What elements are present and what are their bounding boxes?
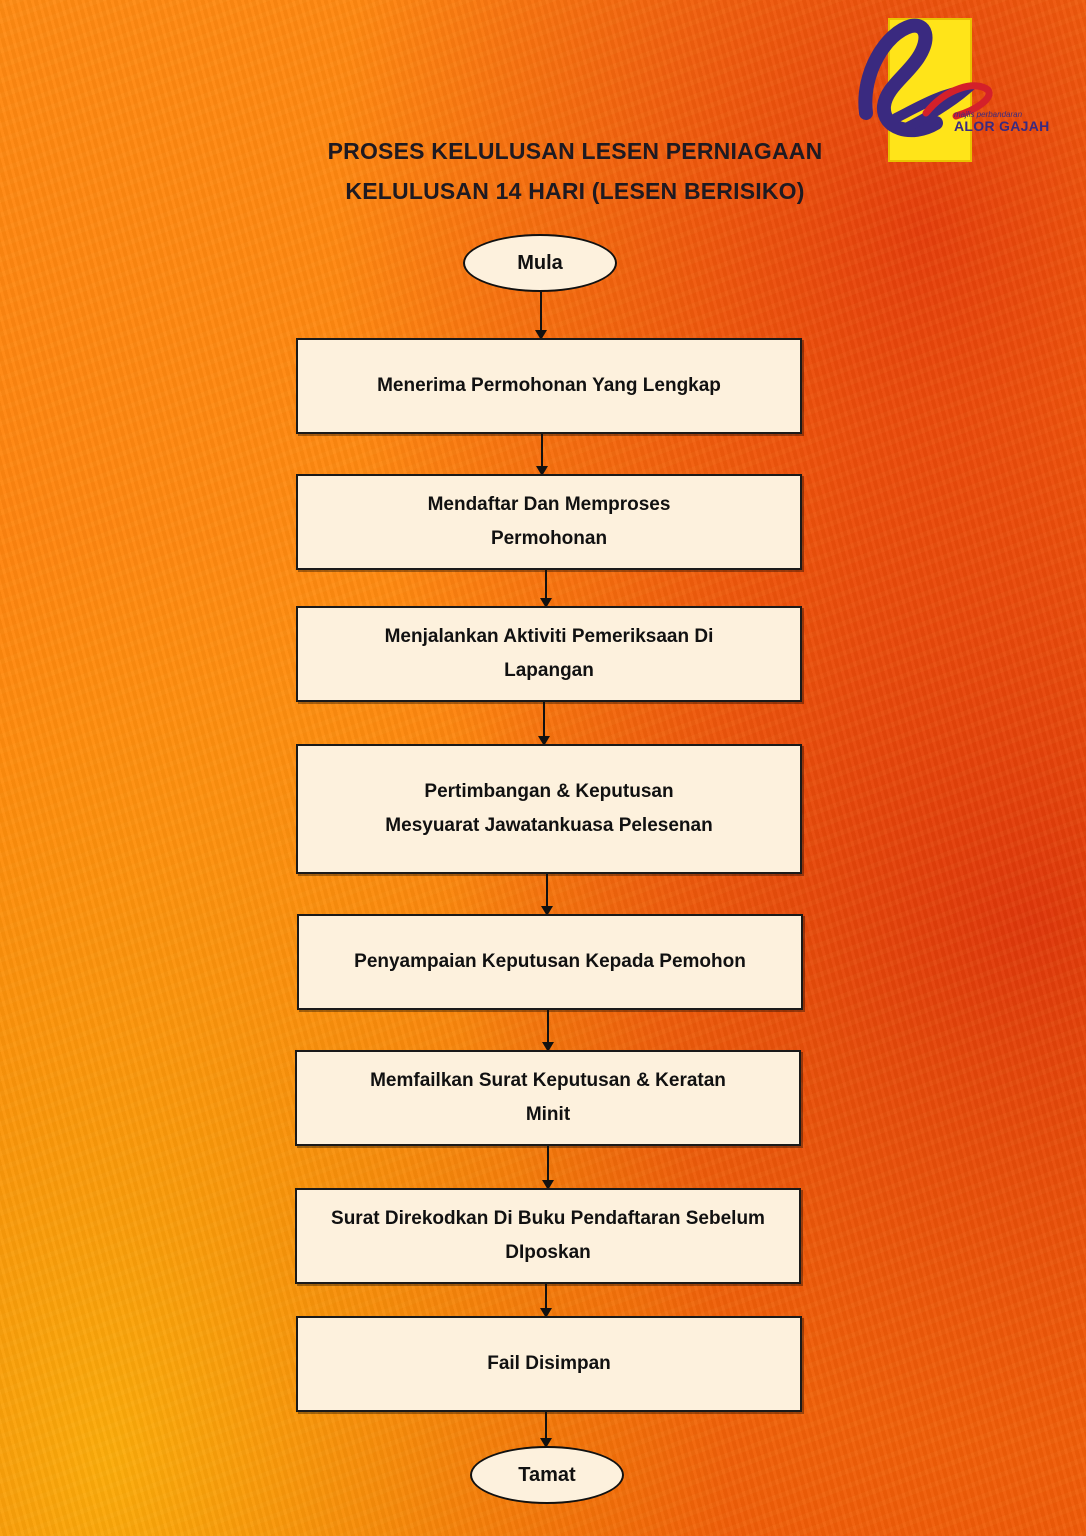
- logo-big-text: ALOR GAJAH: [954, 118, 1050, 134]
- flow-step-5: Penyampaian Keputusan Kepada Pemohon: [297, 914, 803, 1010]
- arrow-step5-to-step6: [542, 1010, 554, 1052]
- logo-small-text: majlis perbandaran: [954, 110, 1023, 119]
- flow-step-4: Pertimbangan & Keputusan Mesyuarat Jawat…: [296, 744, 802, 874]
- start-node: Mula: [463, 234, 617, 292]
- flow-step-7: Surat Direkodkan Di Buku Pendaftaran Seb…: [295, 1188, 801, 1284]
- flow-step-1: Menerima Permohonan Yang Lengkap: [296, 338, 802, 434]
- page-title-line1: PROSES KELULUSAN LESEN PERNIAGAAN: [327, 138, 823, 164]
- flow-step-6: Memfailkan Surat Keputusan & Keratan Min…: [295, 1050, 801, 1146]
- end-node: Tamat: [470, 1446, 624, 1504]
- flow-step-8: Fail Disimpan: [296, 1316, 802, 1412]
- logo-swoosh-icon: [858, 18, 993, 138]
- arrow-step6-to-step7: [542, 1146, 554, 1190]
- arrow-step1-to-step2: [536, 434, 548, 476]
- arrow-step7-to-step8: [540, 1284, 552, 1318]
- alor-gajah-logo: majlis perbandaran ALOR GAJAH: [856, 18, 1056, 162]
- page-title-line2: KELULUSAN 14 HARI (LESEN BERISIKO): [345, 178, 805, 204]
- flow-step-3: Menjalankan Aktiviti Pemeriksaan Di Lapa…: [296, 606, 802, 702]
- arrow-step4-to-step5: [541, 874, 553, 916]
- arrow-start-to-step1: [535, 292, 547, 340]
- flow-step-2: Mendaftar Dan Memproses Permohonan: [296, 474, 802, 570]
- arrow-step3-to-step4: [538, 702, 550, 746]
- arrow-step2-to-step3: [540, 570, 552, 608]
- arrow-step8-to-end: [540, 1412, 552, 1448]
